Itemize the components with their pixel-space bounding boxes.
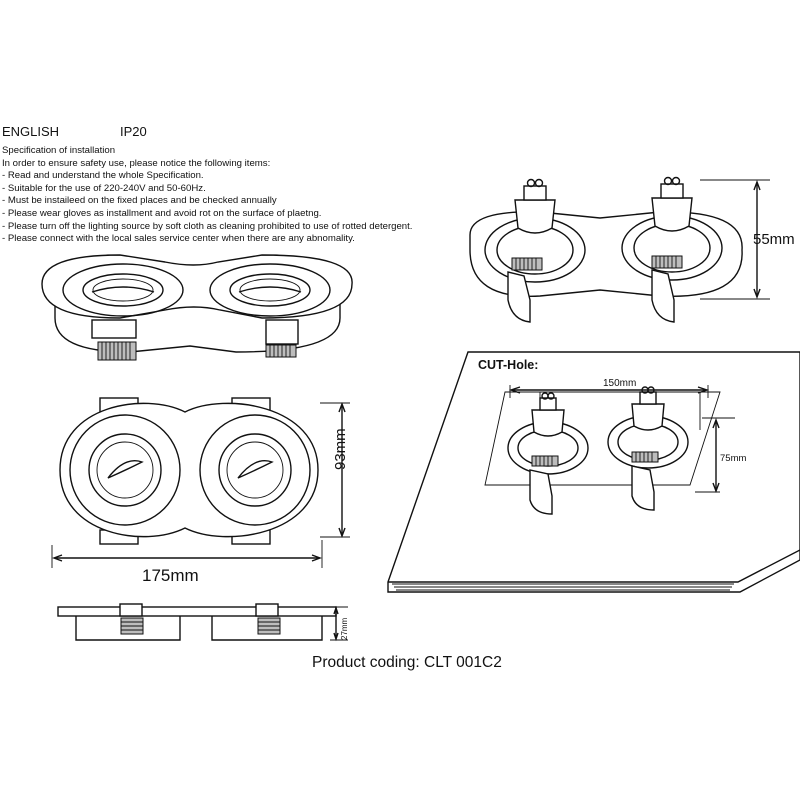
- thickness-dimension-label: 27mm: [340, 617, 349, 640]
- spec-item: - Please turn off the lighting source by…: [2, 220, 413, 232]
- gu10-lamp-icon: [651, 176, 693, 232]
- depth-dimension-label: 93mm: [332, 428, 349, 470]
- language-label: ENGLISH: [2, 124, 60, 139]
- spec-item: - Suitable for the use of 220-240V and 5…: [2, 182, 206, 194]
- spec-item: - Please wear gloves as installment and …: [2, 207, 322, 219]
- cut-hole-title: CUT-Hole:: [478, 358, 539, 372]
- spec-intro: In order to ensure safety use, please no…: [2, 157, 271, 169]
- header: ENGLISH IP20: [2, 124, 147, 139]
- cut-depth-label: 75mm: [720, 453, 747, 464]
- gu10-lamp-icon: [514, 178, 556, 234]
- spec-item: - Please connect with the local sales se…: [2, 233, 355, 245]
- side-view-drawing: [57, 603, 348, 642]
- gu10-lamp-icon: [531, 392, 565, 437]
- top-view-drawing: [51, 397, 350, 568]
- product-coding: Product coding: CLT 001C2: [312, 654, 502, 671]
- spring-clip-icon: [91, 319, 137, 361]
- spec-item: - Must be instaileed on the fixed places…: [2, 195, 277, 207]
- ip-rating: IP20: [120, 124, 147, 139]
- spec-item: - Read and understand the whole Specific…: [2, 170, 204, 182]
- gu10-lamp-icon: [631, 386, 665, 431]
- width-dimension-label: 175mm: [142, 566, 199, 585]
- perspective-fixture-view: [41, 254, 353, 361]
- specification-text: Specification of installation In order t…: [2, 145, 412, 246]
- spring-clip-icon: [265, 319, 299, 358]
- spec-title: Specification of installation: [2, 145, 116, 156]
- cut-width-label: 150mm: [603, 378, 637, 389]
- height-dimension-label: 55mm: [753, 231, 795, 248]
- cut-hole-panel: [387, 351, 800, 593]
- lamp-assembly-view: [469, 176, 770, 323]
